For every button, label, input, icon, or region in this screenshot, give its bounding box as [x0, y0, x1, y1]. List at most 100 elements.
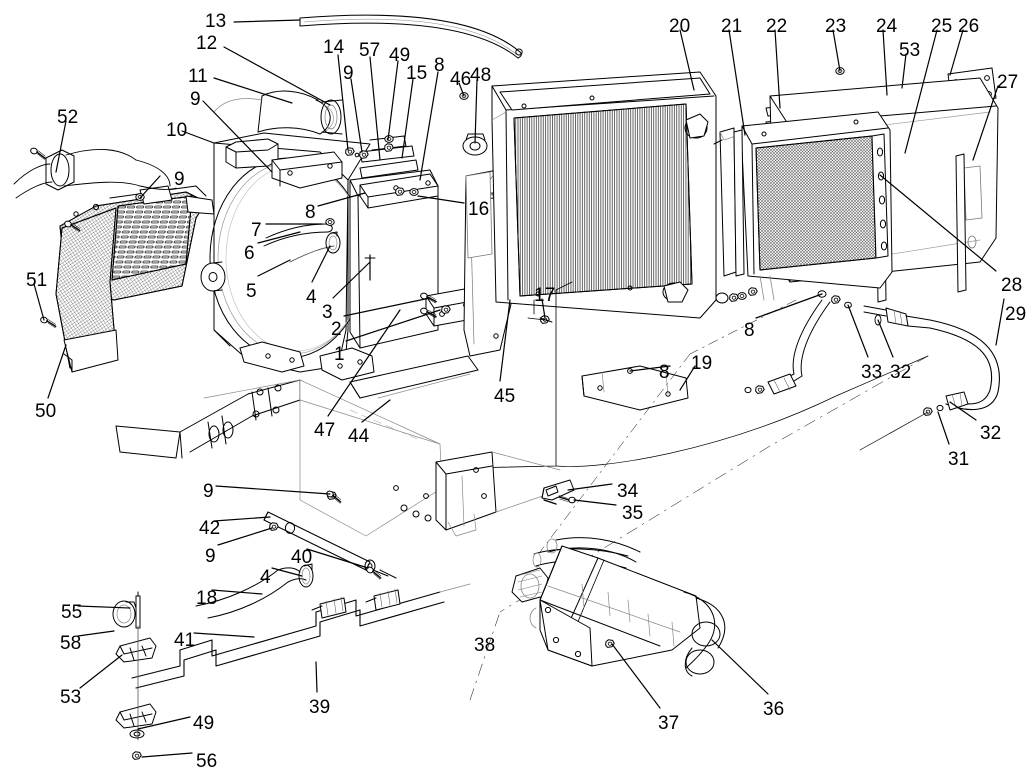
- callout-8: 8: [659, 362, 670, 383]
- callout-42: 42: [199, 518, 221, 539]
- callout-33: 33: [861, 362, 883, 383]
- leader-line-2: [343, 297, 431, 317]
- callout-53: 53: [899, 40, 921, 61]
- leader-line-9c: [139, 175, 161, 199]
- leader-line-36: [711, 639, 769, 695]
- callout-10: 10: [166, 120, 188, 141]
- callout-20: 20: [669, 16, 691, 37]
- part-50-intake-screen: [55, 185, 215, 373]
- callout-45: 45: [494, 386, 516, 407]
- leader-line-21: [728, 29, 746, 136]
- leader-line-19: [679, 365, 696, 391]
- leader-line-17: [541, 298, 546, 319]
- leader-line-47: [327, 309, 401, 417]
- callout-58: 58: [60, 633, 82, 654]
- callout-56: 56: [196, 751, 218, 772]
- callout-34: 34: [617, 481, 639, 502]
- leader-line-39: [315, 661, 318, 693]
- leader-line-8b: [317, 192, 366, 207]
- callout-22: 22: [766, 16, 788, 37]
- leader-line-13: [233, 19, 301, 23]
- leader-line-11: [213, 77, 293, 104]
- callout-49: 49: [389, 45, 411, 66]
- leader-line-44: [361, 399, 391, 423]
- part-19-bracket: [581, 365, 689, 411]
- callout-55: 55: [61, 602, 83, 623]
- leader-line-31: [937, 411, 950, 445]
- part-18-lower-hose: [195, 563, 314, 619]
- callout-4: 4: [306, 287, 317, 308]
- part-3-pin: [364, 254, 376, 281]
- leader-line-41: [193, 632, 255, 638]
- callout-11: 11: [188, 66, 208, 87]
- chassis-outline: [465, 281, 929, 701]
- callout-17: 17: [534, 285, 556, 306]
- hydraulic-fittings: [744, 290, 1000, 451]
- leader-line-37: [611, 643, 661, 709]
- leader-line-55: [77, 605, 131, 609]
- leader-line-5: [257, 259, 291, 277]
- callout-39: 39: [309, 697, 331, 718]
- callout-35: 35: [622, 503, 644, 524]
- part-53-clamp-stack: [112, 591, 157, 760]
- callout-9: 9: [174, 169, 185, 190]
- leader-line-34: [567, 483, 613, 491]
- callout-6: 6: [244, 243, 255, 264]
- leader-line-12: [223, 46, 331, 106]
- callout-38: 38: [474, 635, 496, 656]
- callout-16: 16: [468, 199, 490, 220]
- leader-line-57: [369, 56, 381, 161]
- leader-line-10: [181, 130, 215, 144]
- leader-line-8c: [755, 293, 823, 319]
- callout-21: 21: [721, 16, 743, 37]
- leader-line-14: [337, 54, 349, 151]
- leader-line-48: [474, 79, 478, 144]
- leader-line-9b: [350, 78, 363, 153]
- leader-line-32a: [877, 319, 894, 358]
- callout-9: 9: [205, 546, 216, 567]
- leader-line-29: [995, 298, 1005, 346]
- part-24-oil-cooler: [733, 111, 893, 301]
- part-12-11-upper-hose: [213, 90, 343, 135]
- part-34-35-sensor: [541, 479, 577, 505]
- leader-line-24: [882, 29, 888, 96]
- leader-line-58: [77, 630, 115, 637]
- callout-57: 57: [359, 40, 381, 61]
- part-4-clamp-upper: [325, 231, 341, 254]
- callout-7: 7: [251, 220, 262, 241]
- callout-48: 48: [470, 65, 492, 86]
- callout-4: 4: [260, 567, 271, 588]
- callout-8: 8: [744, 320, 755, 341]
- leader-line-20: [679, 29, 695, 91]
- part-51-bolt: [38, 315, 58, 329]
- leader-line-3: [332, 261, 371, 299]
- leader-line-22: [774, 29, 781, 109]
- callout-18: 18: [196, 588, 218, 609]
- leader-line-1: [345, 309, 441, 342]
- leader-line-23: [832, 29, 841, 72]
- leader-line-56: [141, 752, 193, 758]
- leader-line-32b: [949, 401, 977, 421]
- callout-12: 12: [196, 33, 218, 54]
- leader-line-28: [879, 174, 997, 272]
- callout-9: 9: [203, 481, 214, 502]
- callout-32: 32: [980, 423, 1002, 444]
- part-20-radiator: [465, 71, 717, 319]
- leader-line-15: [401, 78, 414, 159]
- leader-line-9d: [215, 485, 331, 495]
- leader-line-35: [573, 499, 617, 506]
- callout-31: 31: [948, 449, 970, 470]
- part-13-seal-strip: [299, 14, 523, 59]
- callout-49: 49: [193, 713, 215, 734]
- leader-line-9a: [202, 100, 273, 173]
- part-17-fastener: [527, 299, 553, 324]
- callout-19: 19: [691, 353, 713, 374]
- callout-24: 24: [876, 16, 898, 37]
- callout-36: 36: [763, 699, 785, 720]
- leader-line-8d: [629, 365, 671, 372]
- leader-line-6: [257, 231, 301, 244]
- callout-51: 51: [26, 270, 48, 291]
- callout-50: 50: [35, 401, 57, 422]
